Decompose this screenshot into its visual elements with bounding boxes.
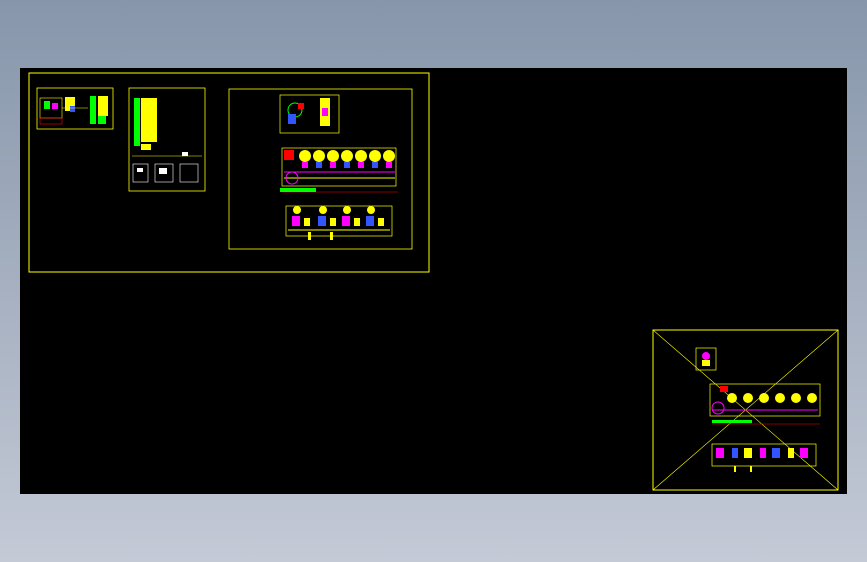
machine-low-leg-1 — [308, 232, 311, 240]
machine-mid-heads — [299, 150, 395, 168]
machine-mid-roller — [285, 171, 299, 185]
sheet-left[interactable] — [28, 72, 430, 273]
sheet-left-border — [28, 72, 430, 273]
panel-b-sub-box-1 — [132, 163, 149, 183]
panel-a-border — [36, 87, 114, 130]
panel-b-sub-fill-2 — [159, 168, 167, 174]
right-machine-heads — [720, 386, 817, 403]
panel-a-outline-red — [39, 117, 63, 125]
right-unit-frame — [695, 347, 717, 371]
cad-model-space[interactable] — [20, 68, 847, 494]
machine-low-frame — [285, 205, 393, 237]
panel-a-fill-green — [44, 101, 50, 109]
right-lower-leg-2 — [750, 466, 752, 472]
panel-a-block — [39, 97, 63, 119]
machine-low-leg-2 — [330, 232, 333, 240]
panel-a-text-block — [90, 96, 96, 124]
panel-b-border — [128, 87, 206, 192]
panel-b-list-yellow-2 — [141, 144, 151, 150]
panel-b-sub-box-2 — [154, 163, 174, 183]
panel-c-border — [228, 88, 413, 250]
drawing-svg — [28, 72, 839, 491]
panel-b-list-green — [134, 98, 140, 146]
machine-mid-red-head — [284, 150, 294, 160]
right-unit-circle — [702, 352, 710, 360]
sheet-right[interactable] — [652, 329, 839, 491]
unit-top-magenta — [322, 108, 328, 116]
panel-a-text-block-2 — [98, 96, 108, 116]
unit-top-red — [298, 103, 304, 109]
unit-top-frame — [279, 94, 340, 134]
right-machine-base — [712, 420, 752, 423]
panel-b[interactable] — [128, 87, 206, 192]
panel-c[interactable] — [228, 88, 413, 250]
machine-mid-frame — [281, 147, 397, 187]
panel-b-sub-box-3 — [179, 163, 199, 183]
panel-b-sub-fill-3 — [182, 152, 188, 156]
panel-a-text-block-3 — [98, 116, 106, 124]
panel-a[interactable] — [36, 87, 114, 130]
panel-b-list-yellow — [141, 98, 157, 142]
machine-low-heads — [292, 206, 384, 226]
right-machine-frame — [709, 383, 821, 417]
panel-a-fill-yellow — [65, 97, 75, 111]
sheet-right-border — [652, 329, 839, 491]
panel-a-fill-magenta — [52, 103, 58, 109]
right-lower-leg-1 — [734, 466, 736, 472]
right-unit-body — [702, 360, 710, 366]
machine-mid-base — [280, 188, 316, 192]
right-lower-heads — [716, 448, 808, 458]
panel-a-fill-blue — [70, 106, 75, 112]
right-machine-roller — [711, 401, 725, 415]
right-lower-frame — [711, 443, 817, 467]
unit-top-blue — [288, 114, 296, 124]
panel-b-sub-fill-1 — [137, 168, 143, 172]
